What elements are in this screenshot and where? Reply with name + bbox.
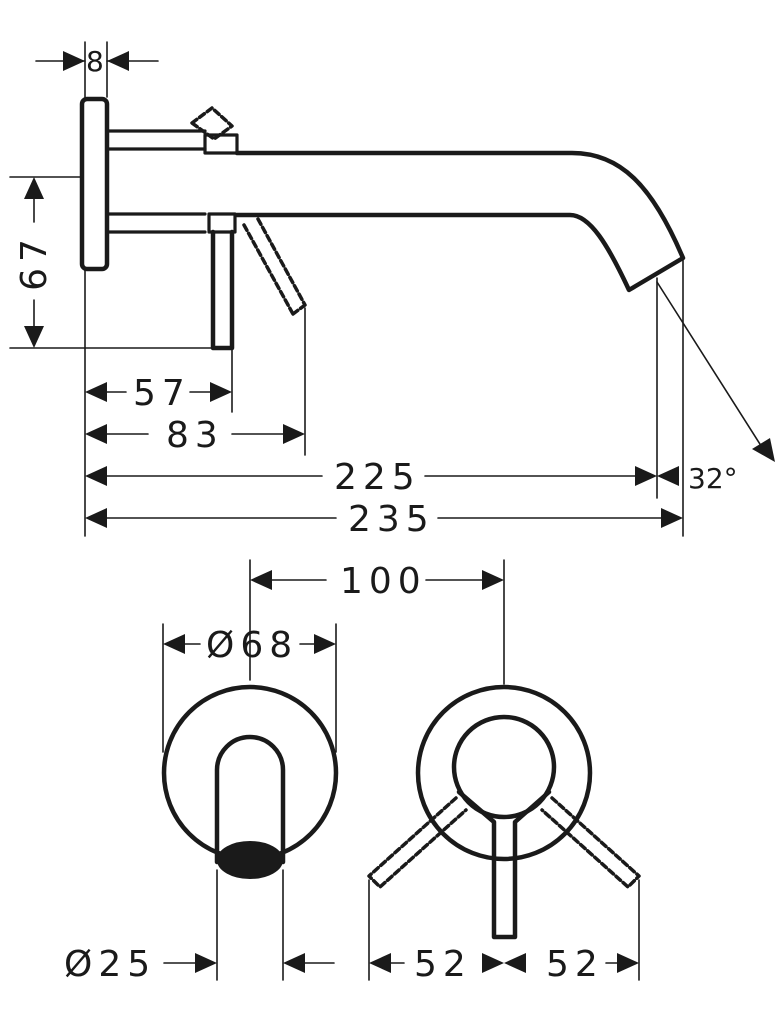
dim-25-label: Ø25 bbox=[64, 944, 156, 985]
dim-68-label: Ø68 bbox=[206, 625, 298, 666]
dim-52-left-label: 52 bbox=[414, 944, 472, 985]
mixer-lever bbox=[456, 789, 552, 940]
mixer-rosette bbox=[415, 684, 593, 862]
dim-67-label: 67 bbox=[14, 233, 55, 291]
dim-52-right-label: 52 bbox=[546, 944, 604, 985]
lever-handle bbox=[210, 229, 235, 351]
spout-front bbox=[214, 734, 286, 865]
dim-rosette-diameter: Ø68 bbox=[162, 623, 337, 753]
dim-spout-inner: 225 bbox=[85, 457, 679, 498]
dim-57-label: 57 bbox=[133, 373, 191, 414]
dim-spout-diameter: Ø25 bbox=[64, 869, 335, 985]
mixer-hub bbox=[451, 714, 557, 820]
spout-rosette bbox=[161, 684, 339, 862]
dim-height: 67 bbox=[9, 176, 213, 349]
dim-83-label: 83 bbox=[166, 415, 224, 456]
spout-outlet bbox=[217, 841, 283, 879]
dim-handle-reach: 83 bbox=[85, 415, 305, 456]
dim-235-label: 235 bbox=[348, 499, 435, 540]
dim-100-label: 100 bbox=[340, 561, 427, 602]
dim-8-label: 8 bbox=[86, 45, 104, 78]
dim-spout-total: 235 bbox=[85, 499, 683, 540]
dim-lever-swing: 52 52 bbox=[368, 879, 640, 985]
wall-flange bbox=[79, 96, 110, 272]
dim-flange-thickness: 8 bbox=[35, 41, 159, 98]
side-view: 8 67 57 bbox=[9, 41, 775, 540]
front-view: 100 Ø68 Ø25 bbox=[64, 559, 641, 985]
dim-handle-offset: 57 bbox=[85, 373, 232, 414]
dim-center-distance: 100 bbox=[249, 559, 505, 685]
spout-body bbox=[234, 150, 686, 293]
dim-32-label: 32° bbox=[688, 462, 738, 495]
dim-spout-angle: 32° bbox=[656, 281, 775, 495]
dim-225-label: 225 bbox=[334, 457, 421, 498]
